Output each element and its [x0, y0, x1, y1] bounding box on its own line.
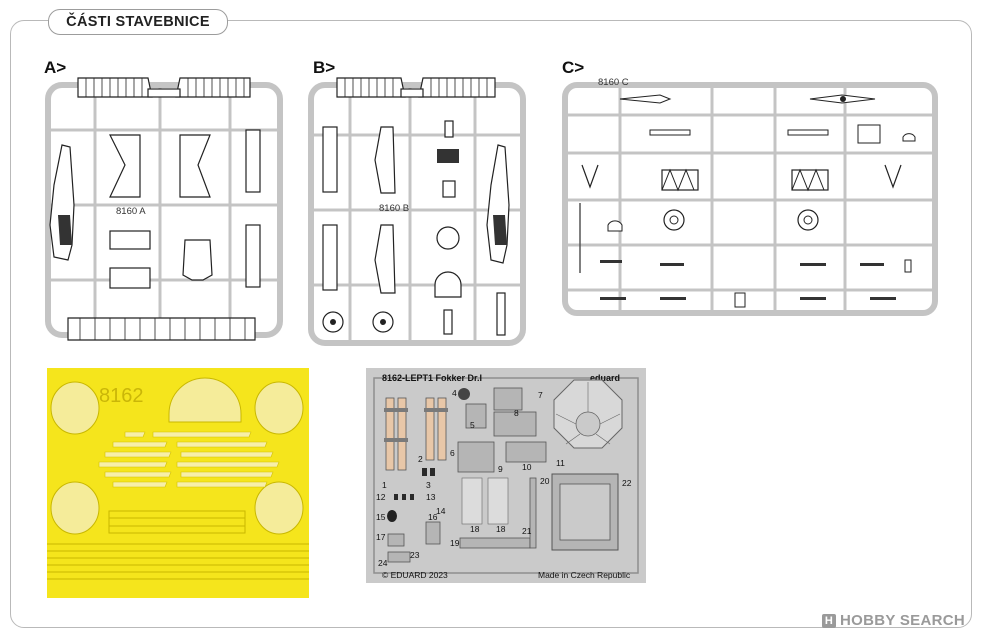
sprue-c-code: 8160 C	[598, 77, 629, 88]
page-title: ČÁSTI STAVEBNICE	[48, 9, 228, 35]
photoetch-made-in: Made in Czech Republic	[538, 570, 631, 580]
pe-part-24: 24	[378, 558, 388, 568]
pe-part-4: 4	[452, 388, 457, 398]
pe-part-18a: 18	[470, 524, 480, 534]
sprue-c: 8160 C	[562, 77, 938, 316]
pe-part-15: 15	[376, 512, 386, 522]
pe-part-18b: 18	[496, 524, 506, 534]
pe-part-22: 22	[622, 478, 632, 488]
pe-part-21: 21	[522, 526, 532, 536]
mask-code: 8162	[99, 385, 144, 407]
pe-part-23: 23	[410, 550, 420, 560]
pe-part-5: 5	[470, 420, 475, 430]
photoetch-title: 8162-LEPT1 Fokker Dr.I	[382, 373, 482, 383]
pe-part-8: 8	[514, 408, 519, 418]
pe-part-17: 17	[376, 532, 386, 542]
sprue-a-code: 8160 A	[116, 206, 146, 217]
pe-part-7: 7	[538, 390, 543, 400]
mask-sheet: 8162	[47, 368, 309, 598]
pe-part-11: 11	[556, 458, 565, 468]
sprue-b: 8160 B	[308, 77, 526, 346]
pe-part-16: 16	[428, 512, 438, 522]
sprue-b-code: 8160 B	[379, 203, 409, 214]
pe-part-14: 14	[436, 506, 446, 516]
watermark-text: HOBBY SEARCH	[840, 612, 966, 629]
pe-part-1: 1	[382, 480, 387, 490]
pe-part-6: 6	[450, 448, 455, 458]
watermark: H HOBBY SEARCH	[822, 612, 965, 629]
pe-part-13: 13	[426, 492, 436, 502]
section-b-label: B>	[313, 58, 336, 77]
hobby-search-logo-icon: H	[822, 613, 836, 628]
section-c-label: C>	[562, 58, 585, 77]
photoetch-brand: eduard	[590, 373, 620, 383]
pe-part-9: 9	[498, 464, 503, 474]
pe-part-19: 19	[450, 538, 460, 548]
photoetch-fret: 8162-LEPT1 Fokker Dr.I eduard 1	[366, 368, 646, 583]
pe-part-20: 20	[540, 476, 550, 486]
pe-part-10: 10	[522, 462, 532, 472]
pe-part-12: 12	[376, 492, 386, 502]
photoetch-copyright: © EDUARD 2023	[382, 570, 448, 580]
sprue-a: 8160 A	[45, 77, 283, 341]
pe-part-3: 3	[426, 480, 431, 490]
pe-part-2: 2	[418, 454, 423, 464]
section-a-label: A>	[44, 58, 67, 77]
content-frame	[10, 20, 972, 628]
